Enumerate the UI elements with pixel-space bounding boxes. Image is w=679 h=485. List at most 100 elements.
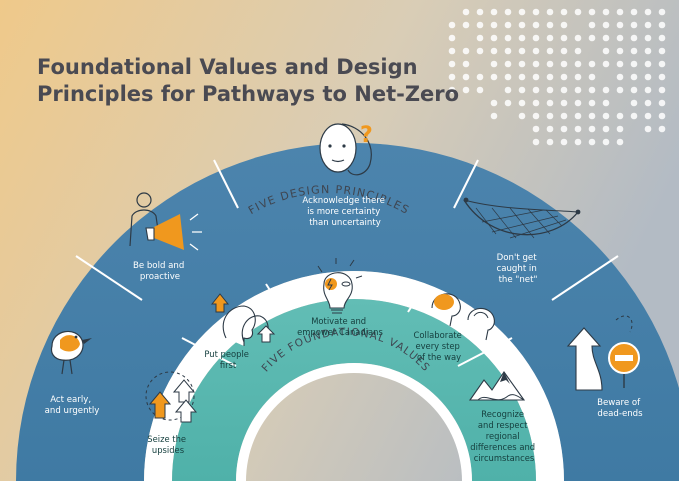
map-dot [448,86,456,94]
map-dot [602,21,610,29]
map-dot [588,8,596,16]
map-dot [532,138,540,146]
map-dot [462,73,470,81]
map-dot [602,86,610,94]
map-dot [630,21,638,29]
map-dot [462,21,470,29]
map-dot [588,86,596,94]
map-dot [574,34,582,42]
map-dot [644,73,652,81]
map-dot [602,99,610,107]
map-dot [630,99,638,107]
map-dot [476,73,484,81]
map-dot [588,34,596,42]
map-dot [490,34,498,42]
map-dot [504,60,512,68]
map-dot [616,125,624,133]
map-dot [574,138,582,146]
map-dot [560,86,568,94]
map-dot [574,125,582,133]
map-dot [602,125,610,133]
svg-text:?: ? [360,123,373,148]
map-dot [630,34,638,42]
megaphone-person-icon [129,192,202,251]
map-dot [448,34,456,42]
map-dot [504,73,512,81]
map-dot [630,86,638,94]
map-dot [616,47,624,55]
map-dot [546,125,554,133]
dead-end-sign-icon [566,315,640,391]
map-dot [546,73,554,81]
map-dot [644,21,652,29]
map-dot [616,112,624,120]
map-dot [616,34,624,42]
map-dot [658,60,666,68]
map-dot [644,125,652,133]
value-label-people-first: Put people first [204,349,251,370]
map-dot [560,73,568,81]
page-title: Foundational Values and Design Principle… [37,54,497,108]
map-dot [490,73,498,81]
map-dot [490,60,498,68]
map-dot [490,99,498,107]
map-dot [560,21,568,29]
map-dot [546,8,554,16]
map-dot [532,73,540,81]
map-dot [574,47,582,55]
map-dot [518,86,526,94]
map-dot [602,138,610,146]
map-dot [560,125,568,133]
bird-icon [50,330,92,375]
principle-label-act-early: Act early, and urgently [45,395,100,416]
map-dot [518,21,526,29]
map-dot [490,47,498,55]
map-dot [462,8,470,16]
map-dot [546,86,554,94]
map-dot [630,112,638,120]
map-dot [476,47,484,55]
map-dot [658,73,666,81]
map-dot [490,21,498,29]
map-dot [588,112,596,120]
map-dot [588,99,596,107]
map-dot [602,112,610,120]
map-dot [518,73,526,81]
map-dot [532,86,540,94]
map-dot [476,86,484,94]
map-dot [602,8,610,16]
map-dot [574,60,582,68]
map-dot [616,21,624,29]
map-dot [560,8,568,16]
map-dot [574,112,582,120]
map-dot [546,47,554,55]
map-dot [602,47,610,55]
map-dot [490,112,498,120]
map-dot [546,99,554,107]
map-dot [532,125,540,133]
map-dot [560,138,568,146]
map-dot [546,112,554,120]
map-dot [630,73,638,81]
map-dot [644,47,652,55]
page-title-line-1: Foundational Values and Design [37,55,418,79]
map-dot [602,60,610,68]
map-dot [546,34,554,42]
map-dot [532,99,540,107]
map-dot [560,47,568,55]
map-dot [658,47,666,55]
map-dot [532,34,540,42]
map-dot [518,34,526,42]
value-label-regional-differences: Recognize and respect regional differenc… [470,409,538,463]
upward-arrows-icon [145,371,198,423]
principle-label-acknowledge-certainty: Acknowledge there is more certainty than… [302,196,387,228]
map-dot [476,8,484,16]
lightbulb-face-icon [317,258,363,314]
map-dot [532,112,540,120]
outer-ring [16,143,679,481]
map-dot [504,34,512,42]
map-dot [630,8,638,16]
principle-label-net: Don't get caught in the "net" [496,253,539,285]
